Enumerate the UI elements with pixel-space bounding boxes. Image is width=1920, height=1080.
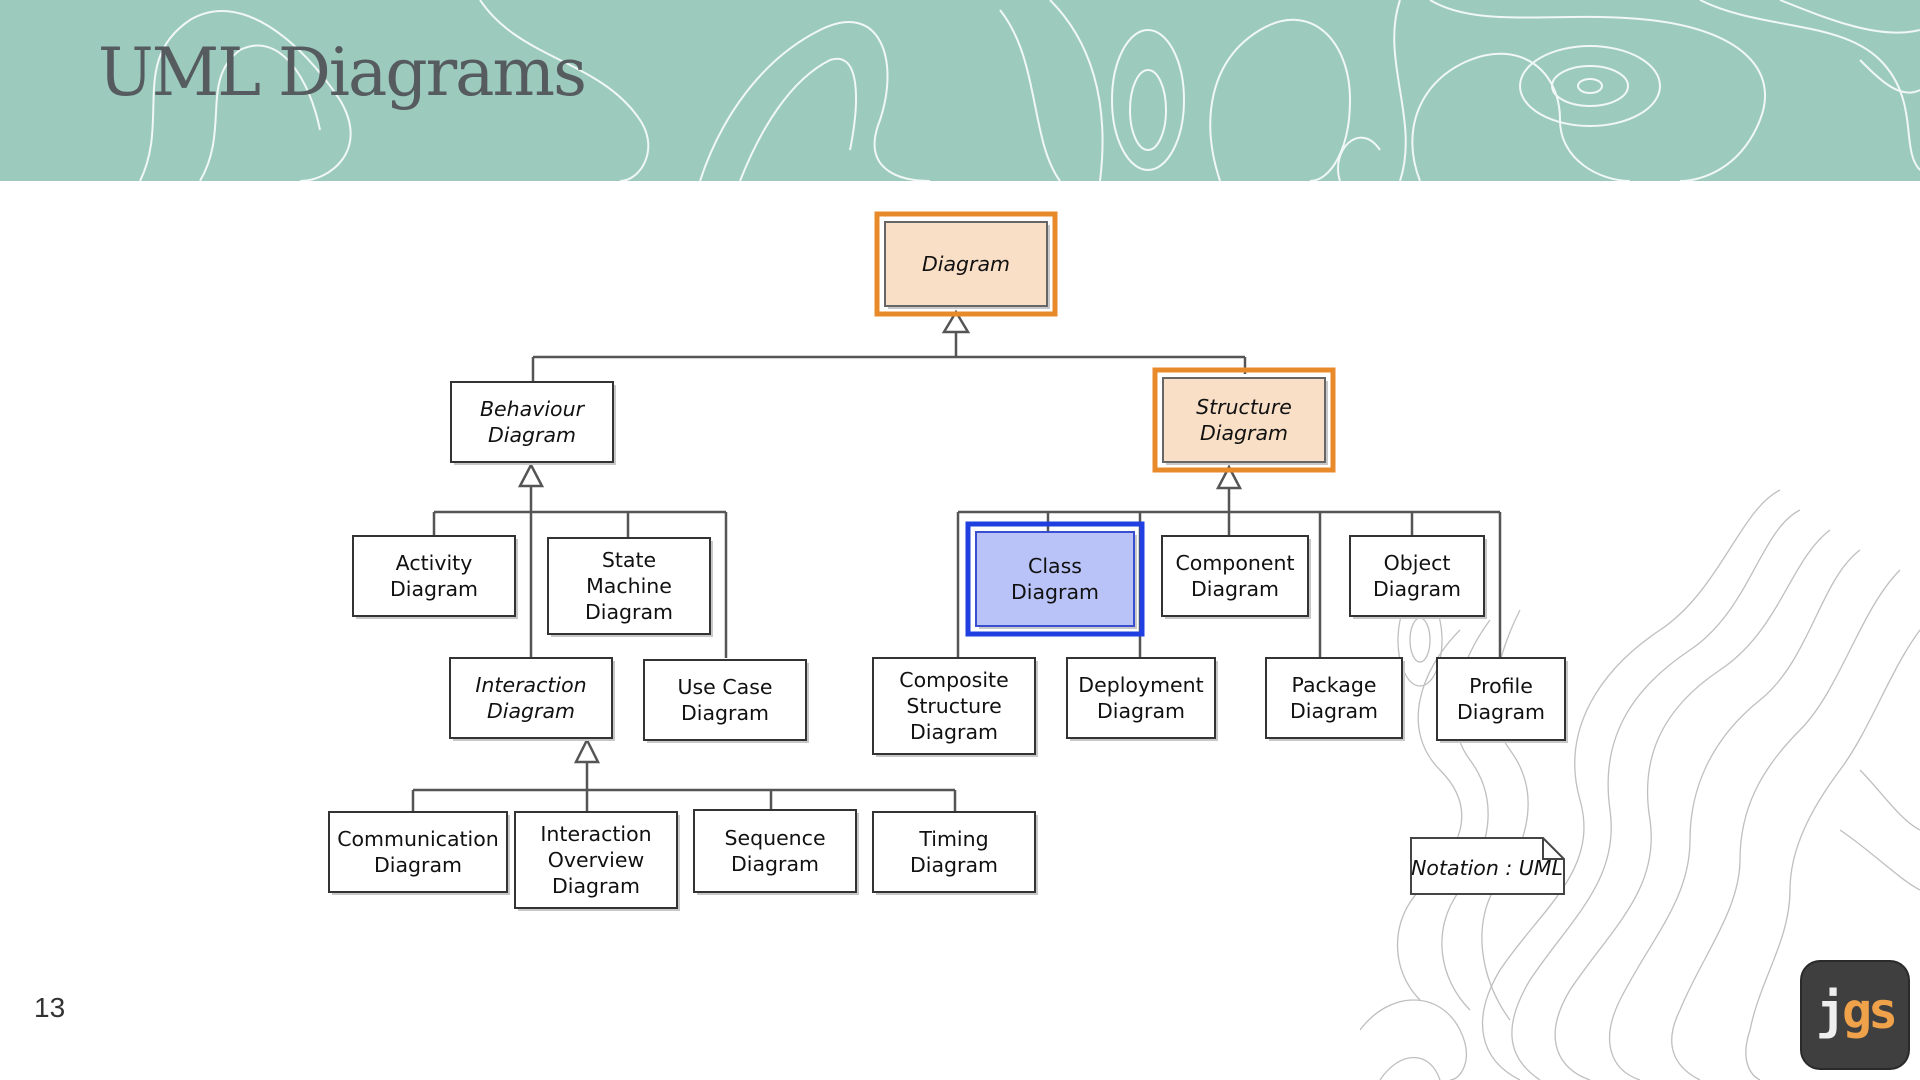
box-label-line: Activity <box>396 551 473 575</box>
box-label-line: Diagram <box>487 699 575 723</box>
box-rect <box>872 811 1036 893</box>
box-rect <box>514 811 678 909</box>
page-title: UML Diagrams <box>98 34 587 111</box>
box-label-line: Structure <box>1196 395 1292 419</box>
box-label-line: Diagram <box>910 853 998 877</box>
logo-letters-gs: gs <box>1841 982 1898 1040</box>
box-label-line: Object <box>1384 551 1451 575</box>
box-label-line: Diagram <box>922 252 1010 276</box>
box-label-line: Diagram <box>1200 421 1288 445</box>
arrowhead-behaviour <box>517 462 545 488</box>
box-label-line: Deployment <box>1078 673 1203 697</box>
notation-note: Notation : UML <box>1410 837 1565 895</box>
box-label-line: Class <box>1028 554 1082 578</box>
highlight-frame <box>1152 367 1336 473</box>
box-label-line: Composite <box>899 668 1008 692</box>
box-label-line: Sequence <box>724 826 825 850</box>
box-label-line: Overview <box>548 848 645 872</box>
box-label-line: Profile <box>1469 674 1533 698</box>
box-label-line: Communication <box>337 827 499 851</box>
arrowhead-root <box>941 309 971 334</box>
arrowhead-interaction <box>573 737 601 764</box>
box-rect <box>547 537 711 635</box>
box-label-line: Diagram <box>1011 580 1099 604</box>
box-rect <box>1066 657 1216 739</box>
box-label-line: Diagram <box>552 874 640 898</box>
box-rect <box>884 221 1048 307</box>
box-rect <box>643 659 807 741</box>
box-rect <box>872 657 1036 755</box>
header-banner: UML Diagrams <box>0 0 1920 181</box>
box-label-line: Diagram <box>731 852 819 876</box>
box-label-line: Diagram <box>1373 577 1461 601</box>
box-rect <box>1349 535 1485 617</box>
box-rect <box>450 381 614 463</box>
box-root: Diagram <box>874 211 1058 317</box>
box-label-line: Diagram <box>1097 699 1185 723</box>
arrowhead-structure <box>1215 464 1243 490</box>
box-label-line: Diagram <box>390 577 478 601</box>
box-label-line: Component <box>1175 551 1294 575</box>
highlight-frame <box>965 521 1145 637</box>
box-label-line: Diagram <box>1290 699 1378 723</box>
box-label-line: Machine <box>586 574 672 598</box>
box-label-line: Structure <box>906 694 1001 718</box>
box-label-line: Diagram <box>1191 577 1279 601</box>
highlight-frame <box>874 211 1058 317</box>
jgs-logo: jgs <box>1802 962 1908 1068</box>
box-label-line: Timing <box>918 827 988 851</box>
box-rect <box>1162 377 1326 463</box>
box-rect <box>1436 657 1566 741</box>
box-rect <box>1265 657 1403 739</box>
inheritance-arrowheads <box>517 309 1243 764</box>
logo-letter-j: j <box>1815 982 1846 1040</box>
box-rect <box>449 657 613 739</box>
box-label-line: Diagram <box>488 423 576 447</box>
box-label-line: Behaviour <box>480 397 586 421</box>
box-label-line: Use Case <box>678 675 773 699</box>
box-label-line: Interaction <box>475 673 586 697</box>
page-number: 13 <box>34 992 66 1023</box>
box-rect <box>1161 535 1309 617</box>
connector-lines <box>411 330 1502 812</box>
box-label-line: Diagram <box>681 701 769 725</box>
box-rect <box>693 809 857 893</box>
box-rect <box>328 811 508 893</box>
box-rect <box>352 535 516 617</box>
box-label-line: Diagram <box>374 853 462 877</box>
box-label-line: Diagram <box>910 720 998 744</box>
box-rect <box>975 531 1135 627</box>
box-label-line: Interaction <box>540 822 651 846</box>
box-label-line: State <box>602 548 656 572</box>
notation-label: Notation : UML <box>1411 856 1563 880</box>
topographic-pattern <box>139 0 1920 181</box>
box-label-line: Package <box>1292 673 1377 697</box>
box-label-line: Diagram <box>1457 700 1545 724</box>
box-label-line: Diagram <box>585 600 673 624</box>
